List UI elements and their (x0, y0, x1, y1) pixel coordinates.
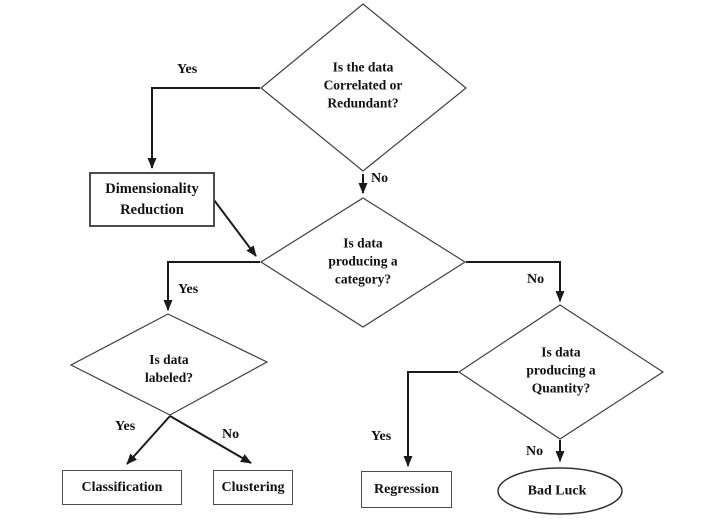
decision-quantity-diamond (457, 304, 665, 440)
edge-label-no-labeled: No (222, 427, 240, 442)
edge-yes-to-dimensionality-reduction (147, 87, 260, 169)
process-regression: Regression (361, 471, 452, 508)
terminal-bad-luck-ellipse (497, 467, 623, 515)
edge-label-yes-labeled: Yes (115, 419, 136, 434)
edge-yes-to-classification (126, 415, 171, 465)
decision-correlated-diamond (260, 3, 467, 172)
decision-labeled-diamond (69, 313, 269, 416)
edge-yes-to-labeled (163, 261, 260, 311)
edge-dimensionality-reduction-to-category (213, 199, 257, 257)
edge-no-to-clustering (169, 415, 252, 464)
edge-yes-to-regression (403, 371, 458, 467)
edge-label-yes-category: Yes (178, 282, 199, 297)
edge-label-no-quantity: No (526, 444, 544, 459)
process-classification: Classification (62, 470, 182, 505)
edge-label-yes-correlated: Yes (177, 62, 198, 77)
decision-category-diamond (259, 197, 467, 328)
process-dimensionality-reduction: Dimensionality Reduction (89, 172, 215, 227)
edge-label-no-category: No (527, 272, 545, 287)
edge-label-yes-quantity: Yes (371, 429, 392, 444)
process-clustering: Clustering (213, 470, 293, 505)
edge-label-no-correlated: No (371, 171, 389, 186)
edge-no-to-quantity (466, 261, 565, 302)
